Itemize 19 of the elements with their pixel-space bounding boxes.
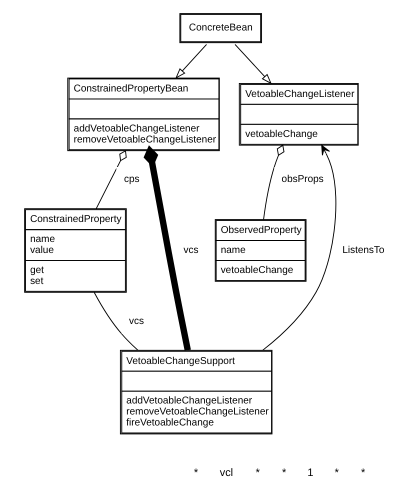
label: * <box>334 467 338 480</box>
label: * <box>360 467 365 480</box>
label: * <box>255 467 260 480</box>
connector <box>262 144 284 220</box>
arrow <box>234 44 272 84</box>
edge-label: ListensTo <box>342 245 384 256</box>
label: * <box>193 467 198 480</box>
connector <box>93 292 138 351</box>
label: vcl <box>219 467 233 480</box>
edge-label: cps <box>124 174 140 186</box>
edge-label: obsProps <box>281 174 324 186</box>
label: 1 <box>306 467 313 480</box>
edge-label: vcs <box>182 245 198 256</box>
edge-label: vcs <box>128 316 144 327</box>
arrow <box>174 44 207 79</box>
arrow <box>262 144 336 351</box>
label: * <box>281 467 286 480</box>
connector <box>95 150 126 209</box>
connector <box>143 145 190 351</box>
